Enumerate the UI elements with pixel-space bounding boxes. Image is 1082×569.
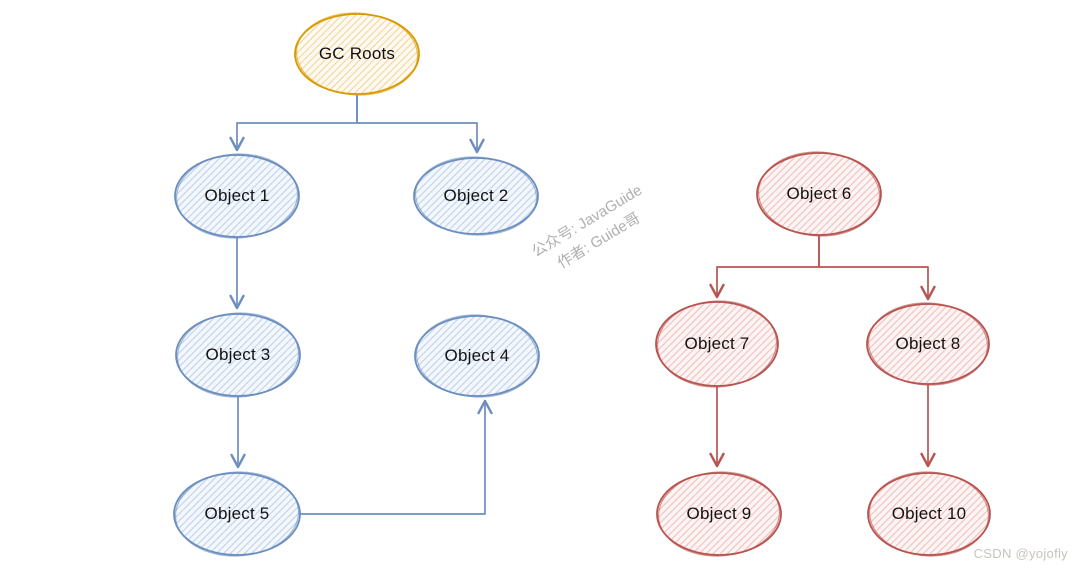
edge-gcroots-to-object1: [229, 95, 358, 152]
node-object-9: [656, 471, 782, 557]
node-object-1: [174, 153, 300, 239]
node-object-4: [414, 314, 540, 398]
node-object-7: [655, 300, 779, 388]
node-object-6: [756, 151, 882, 237]
edge-object6-to-object7: [709, 235, 820, 299]
node-object-10: [867, 471, 991, 557]
node-object-8: [866, 302, 990, 386]
csdn-credit: CSDN @yojofly: [973, 546, 1068, 561]
edge-object6-to-object8: [818, 235, 936, 301]
node-object-2: [413, 156, 539, 236]
node-object-5: [173, 471, 301, 557]
edge-object5-to-object4: [300, 399, 493, 515]
node-gc-roots: [294, 12, 420, 96]
edge-gcroots-to-object2: [356, 95, 485, 154]
node-object-3: [175, 312, 301, 398]
